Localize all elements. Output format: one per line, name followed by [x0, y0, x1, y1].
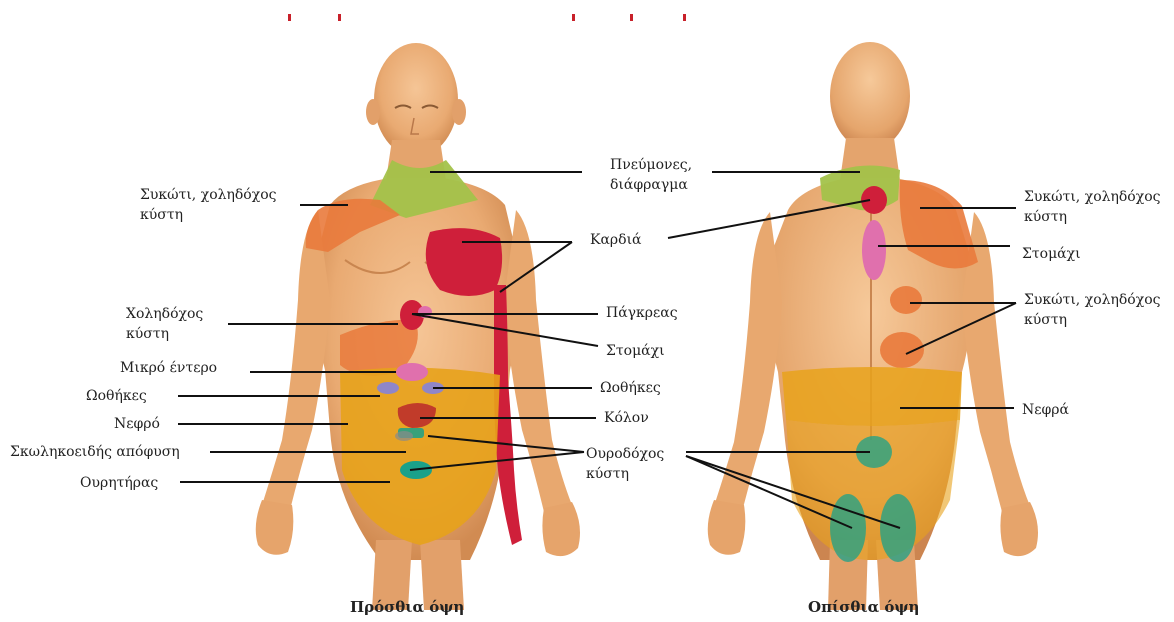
caption-front-view: Πρόσθια όψη	[350, 598, 464, 616]
label-kidney-front: Νεφρό	[114, 414, 160, 434]
back-stomach-zone	[862, 220, 886, 280]
label-colon: Κόλον	[604, 408, 649, 428]
back-kidneys-zone	[782, 367, 962, 426]
front-right-arm	[262, 210, 330, 510]
front-head	[374, 43, 458, 157]
back-body	[708, 42, 1038, 610]
label-ovaries-right: Ωοθήκες	[600, 378, 661, 398]
label-lungs: Πνεύμονες,διάφραγμα	[610, 155, 692, 195]
label-stomach-back: Στομάχι	[1022, 244, 1081, 264]
label-ureter: Ουρητήρας	[80, 473, 158, 493]
label-stomach-front: Στομάχι	[606, 341, 665, 361]
label-pancreas: Πάγκρεας	[606, 303, 678, 323]
label-kidneys-back: Νεφρά	[1022, 400, 1069, 420]
label-appendix: Σκωληκοειδής απόφυση	[10, 442, 180, 462]
caption-back-view: Οπίσθια όψη	[808, 598, 919, 616]
front-ovary-right	[377, 382, 399, 394]
back-liver-mid-zone-1	[890, 286, 922, 314]
back-bladder-zone-2	[830, 494, 866, 562]
front-left-arm	[504, 210, 572, 512]
front-small-intestine-zone	[396, 363, 428, 381]
front-body	[256, 43, 580, 610]
label-ovaries-left: Ωοθήκες	[86, 386, 147, 406]
front-heart-zone	[426, 228, 502, 296]
label-small-intestine: Μικρό έντερο	[120, 358, 217, 378]
back-head	[830, 42, 910, 150]
back-liver-mid-zone-2	[880, 332, 924, 368]
label-heart: Καρδιά	[590, 230, 642, 250]
